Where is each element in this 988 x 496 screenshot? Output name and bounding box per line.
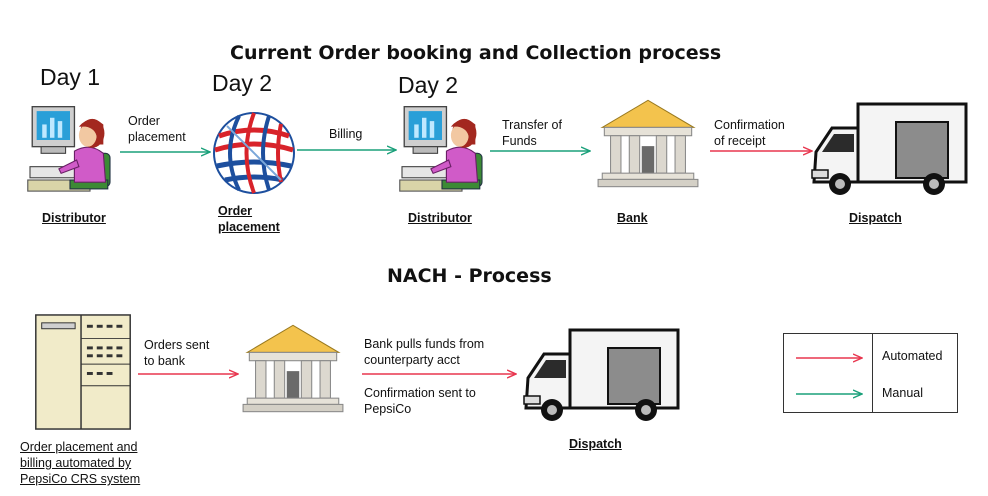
legend: Automated Manual <box>783 333 958 413</box>
edge-label-orders-sent-to-bank: Orders sent to bank <box>144 338 210 368</box>
node-label-bank: Bank <box>617 211 648 225</box>
node-label-dispatch: Dispatch <box>849 211 902 225</box>
current-process-title: Current Order booking and Collection pro… <box>230 42 722 64</box>
node-label-distributor: Distributor <box>408 211 472 225</box>
edge-label-transfer-of-funds: Transfer of Funds <box>502 118 562 148</box>
node-label-dispatch: Dispatch <box>569 437 622 451</box>
edge-label-confirmation-sent: Confirmation sent to PepsiCo <box>364 386 476 416</box>
node-label-crs-system: Order placement and billing automated by… <box>20 440 141 486</box>
node-label-distributor: Distributor <box>42 211 106 225</box>
edge-label-confirmation-of-receipt: Confirmation of receipt <box>714 118 785 148</box>
edge-label-bank-pulls-funds: Bank pulls funds from counterparty acct <box>364 337 485 367</box>
legend-automated-arrow <box>796 353 866 363</box>
legend-manual-label: Manual <box>882 386 923 400</box>
day-label-1: Day 1 <box>40 64 101 90</box>
nach-process-title: NACH - Process <box>387 265 552 287</box>
node-label-order-placement: Order placement <box>218 204 280 234</box>
legend-manual-arrow <box>796 389 866 399</box>
legend-automated-label: Automated <box>882 349 943 363</box>
edge-label-order-placement: Order placement <box>128 114 186 144</box>
day-label-2: Day 2 <box>212 70 273 96</box>
day-label-3: Day 2 <box>398 72 459 98</box>
edge-label-billing: Billing <box>329 127 363 141</box>
